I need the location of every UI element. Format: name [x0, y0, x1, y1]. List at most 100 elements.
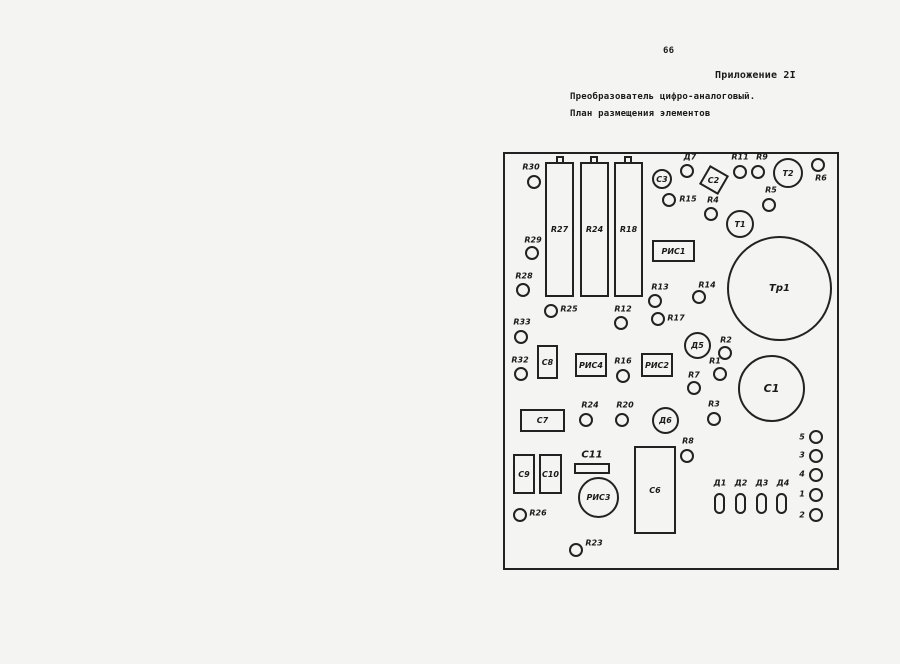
pad-d7 [680, 164, 694, 178]
label: R5 [765, 185, 777, 195]
label: R13 [651, 282, 669, 292]
label: C8 [541, 357, 554, 367]
label: R30 [522, 162, 540, 172]
pad-r17 [651, 312, 665, 326]
capacitor-c8: C8 [537, 345, 558, 379]
transformer-tp1: Tp1 [727, 236, 832, 341]
pad-r9 [751, 165, 765, 179]
label: R26 [529, 508, 547, 518]
label: R28 [515, 271, 533, 281]
label: Д5 [691, 341, 704, 350]
pad-r14 [692, 290, 706, 304]
appendix-label: Приложение 2I [715, 70, 796, 81]
label: Tp1 [769, 283, 790, 294]
pad-r8 [680, 449, 694, 463]
pin-label: 3 [799, 450, 805, 460]
label: C6 [649, 485, 661, 495]
pad-r4 [704, 207, 718, 221]
label: РИС4 [579, 360, 603, 370]
pad-r28 [516, 283, 530, 297]
label: R11 [731, 152, 749, 162]
label: РИС1 [661, 246, 686, 256]
label: R24 [581, 400, 599, 410]
resistor-r27: R27 [545, 162, 574, 297]
diode-d5: Д5 [684, 332, 711, 359]
label: R15 [679, 194, 697, 204]
pin-label: 5 [799, 432, 805, 442]
label: R17 [667, 313, 685, 323]
pad-r32 [514, 367, 528, 381]
label: R7 [688, 370, 700, 380]
pad-r24 [579, 413, 593, 427]
diode-d1 [714, 493, 725, 514]
pad-r25 [544, 304, 558, 318]
pad-r33 [514, 330, 528, 344]
capacitor-c7: C7 [520, 409, 565, 432]
chip-ris4: РИС4 [575, 353, 607, 377]
pad-r16 [616, 369, 630, 383]
chip-ris2: РИС2 [641, 353, 673, 377]
pad-r20 [615, 413, 629, 427]
pad-r26 [513, 508, 527, 522]
label: T2 [782, 168, 794, 178]
label: C11 [581, 449, 603, 461]
pad-r13 [648, 294, 662, 308]
label: РИС2 [645, 360, 669, 370]
label: R33 [513, 317, 531, 327]
document-subtitle: План размещения элементов [570, 109, 711, 119]
pad-r15 [662, 193, 676, 207]
label: R18 [619, 225, 638, 234]
label: R25 [560, 304, 578, 314]
connector-pin [809, 488, 823, 502]
pin-label: 1 [799, 489, 805, 499]
label: Д4 [776, 478, 790, 488]
pad-r1 [713, 367, 727, 381]
transistor-t2: T2 [773, 158, 803, 188]
label: R16 [614, 356, 632, 366]
label: R20 [616, 400, 634, 410]
label: T1 [734, 219, 746, 229]
label: R23 [585, 538, 603, 548]
pad-r11 [733, 165, 747, 179]
capacitor-c1: C1 [738, 355, 805, 422]
resistor-r24: R24 [580, 162, 609, 297]
pin-tab [556, 156, 564, 163]
pad-r2 [718, 346, 732, 360]
label: R29 [524, 235, 542, 245]
connector-pin [809, 508, 823, 522]
pin-label: 4 [799, 469, 805, 479]
label: C7 [536, 416, 549, 425]
page-number: 66 [663, 46, 675, 56]
pad-r3 [707, 412, 721, 426]
pad-r29 [525, 246, 539, 260]
label: C9 [518, 469, 530, 479]
label: R9 [756, 152, 768, 162]
label: Д6 [659, 416, 672, 425]
capacitor-c10: C10 [539, 454, 562, 494]
diode-d2 [735, 493, 746, 514]
capacitor-c9: C9 [513, 454, 535, 494]
pad-r5 [762, 198, 776, 212]
resistor-r18: R18 [614, 162, 643, 297]
document-title: Преобразователь цифро-аналоговый. [570, 92, 756, 102]
pcb-board-outline [503, 152, 839, 570]
connector-pin [809, 449, 823, 463]
label: РИС3 [586, 493, 611, 502]
pad-r7 [687, 381, 701, 395]
label: R6 [815, 173, 827, 183]
label: Д7 [683, 152, 697, 162]
chip-ris1: РИС1 [652, 240, 695, 262]
label: R8 [682, 436, 694, 446]
transistor-t1: T1 [726, 210, 754, 238]
pin-label: 2 [799, 510, 805, 520]
label: R4 [707, 195, 719, 205]
label: R3 [708, 399, 720, 409]
diode-d6: Д6 [652, 407, 679, 434]
pad-r12 [614, 316, 628, 330]
label: R27 [550, 225, 569, 234]
label: C3 [656, 174, 668, 184]
diode-d3 [756, 493, 767, 514]
label: R1 [709, 356, 721, 366]
pad-r23 [569, 543, 583, 557]
label: R12 [614, 304, 632, 314]
